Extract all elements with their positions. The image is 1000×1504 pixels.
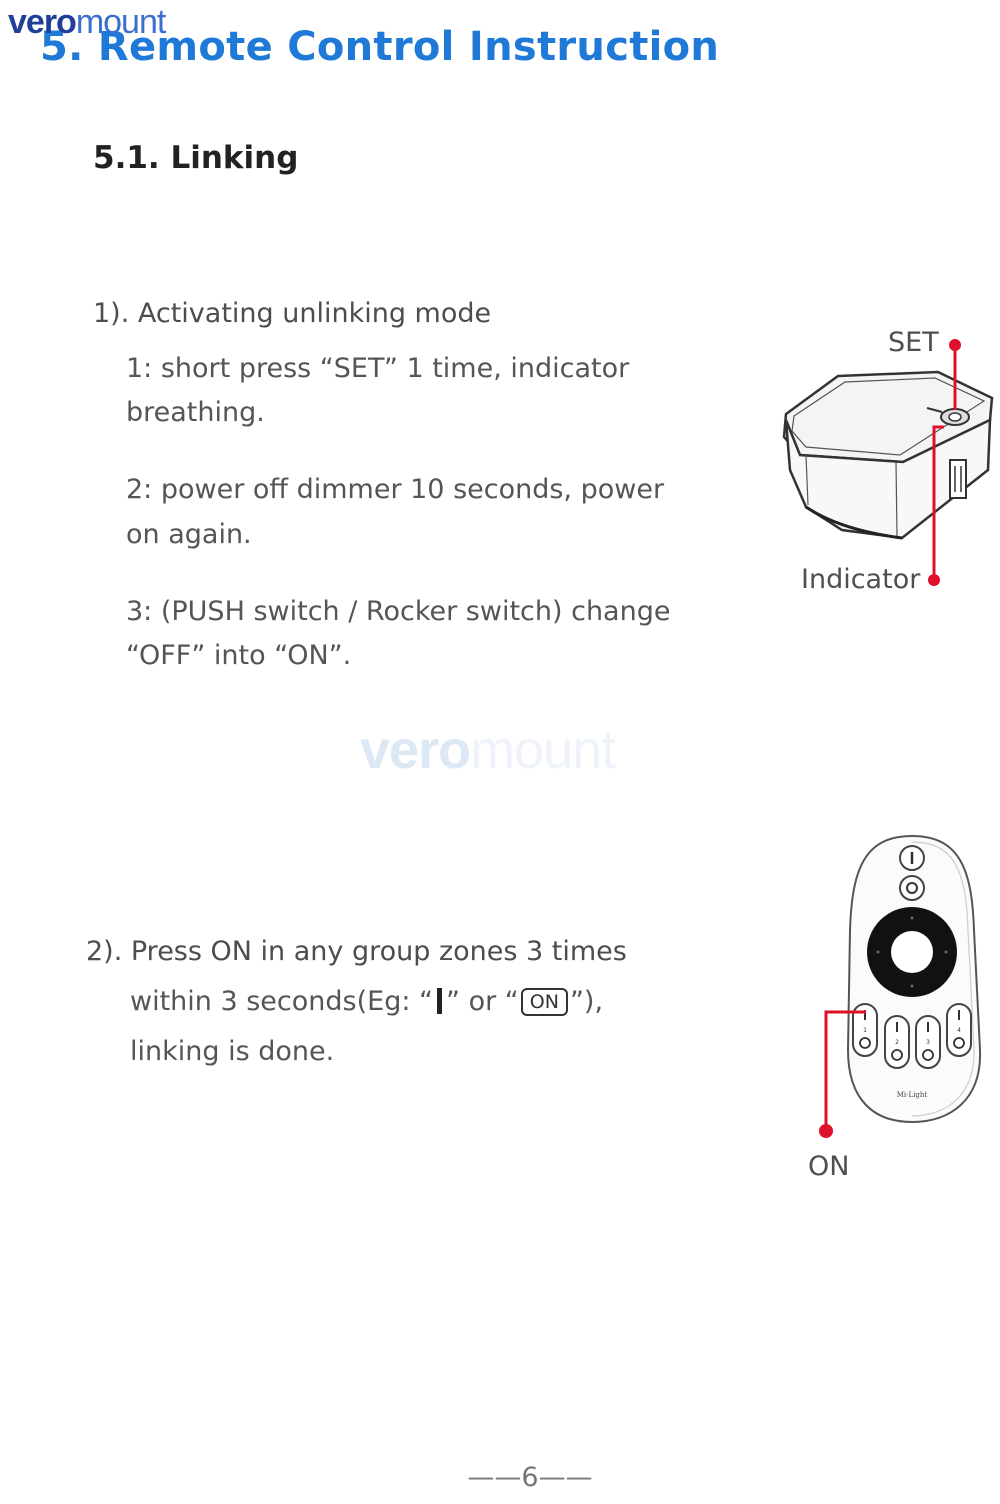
zone-3-number: 3 [926, 1039, 930, 1046]
dimmer-connector [949, 459, 967, 499]
step1-heading: 1). Activating unlinking mode [93, 298, 492, 329]
on-button-icon: ON [520, 988, 568, 1016]
step2-line-2: within 3 seconds(Eg: “ ” or “ON”), [130, 984, 603, 1020]
set-callout-dot [949, 339, 961, 351]
brand-logo-part1: vero [8, 3, 77, 41]
on-bar-icon [437, 988, 442, 1014]
section-title: 5.1. Linking [93, 140, 299, 176]
step2-line2-mid: ” or “ [446, 986, 519, 1017]
remote-off-button [899, 875, 925, 901]
watermark-part1: vero [360, 720, 471, 780]
step1-line-5: 3: (PUSH switch / Rocker switch) change [126, 596, 671, 627]
watermark: veromount [360, 720, 616, 780]
dimmer-front-face [784, 417, 992, 540]
indicator-callout-dot [928, 574, 940, 586]
step1-line-3: 2: power off dimmer 10 seconds, power [126, 474, 665, 505]
step1-line-6: “OFF” into “ON”. [126, 640, 352, 671]
set-label: SET [888, 327, 939, 358]
on-label: ON [808, 1151, 850, 1182]
page-title: 5. Remote Control Instruction [40, 24, 720, 70]
zone-2-number: 2 [895, 1039, 899, 1046]
on-callout-dot [819, 1124, 833, 1138]
step2-heading: 2). Press ON in any group zones 3 times [86, 936, 627, 967]
brand-logo: veromount [8, 2, 166, 42]
step1-line-4: on again. [126, 519, 252, 550]
brand-logo-part2: mount [75, 3, 166, 41]
step1-line-1: 1: short press “SET” 1 time, indicator [126, 353, 630, 384]
zone-4-number: 4 [957, 1027, 961, 1034]
zone-2-button [884, 1015, 910, 1069]
step2-line-3: linking is done. [130, 1036, 335, 1067]
zone-1-button [852, 1003, 878, 1057]
zone-4-button [946, 1003, 972, 1057]
page-number: ——6—— [467, 1462, 593, 1493]
remote-zone-buttons [852, 1003, 972, 1069]
zone-3-button [915, 1015, 941, 1069]
zone-1-number: 1 [863, 1027, 867, 1034]
watermark-part2: mount [470, 720, 616, 780]
indicator-label: Indicator [801, 564, 921, 595]
step2-line2-pre: within 3 seconds(Eg: “ [130, 986, 433, 1017]
step2-line2-post: ”), [569, 986, 604, 1017]
step1-line-2: breathing. [126, 397, 265, 428]
remote-brand-text: Mi-Light [897, 1091, 928, 1099]
